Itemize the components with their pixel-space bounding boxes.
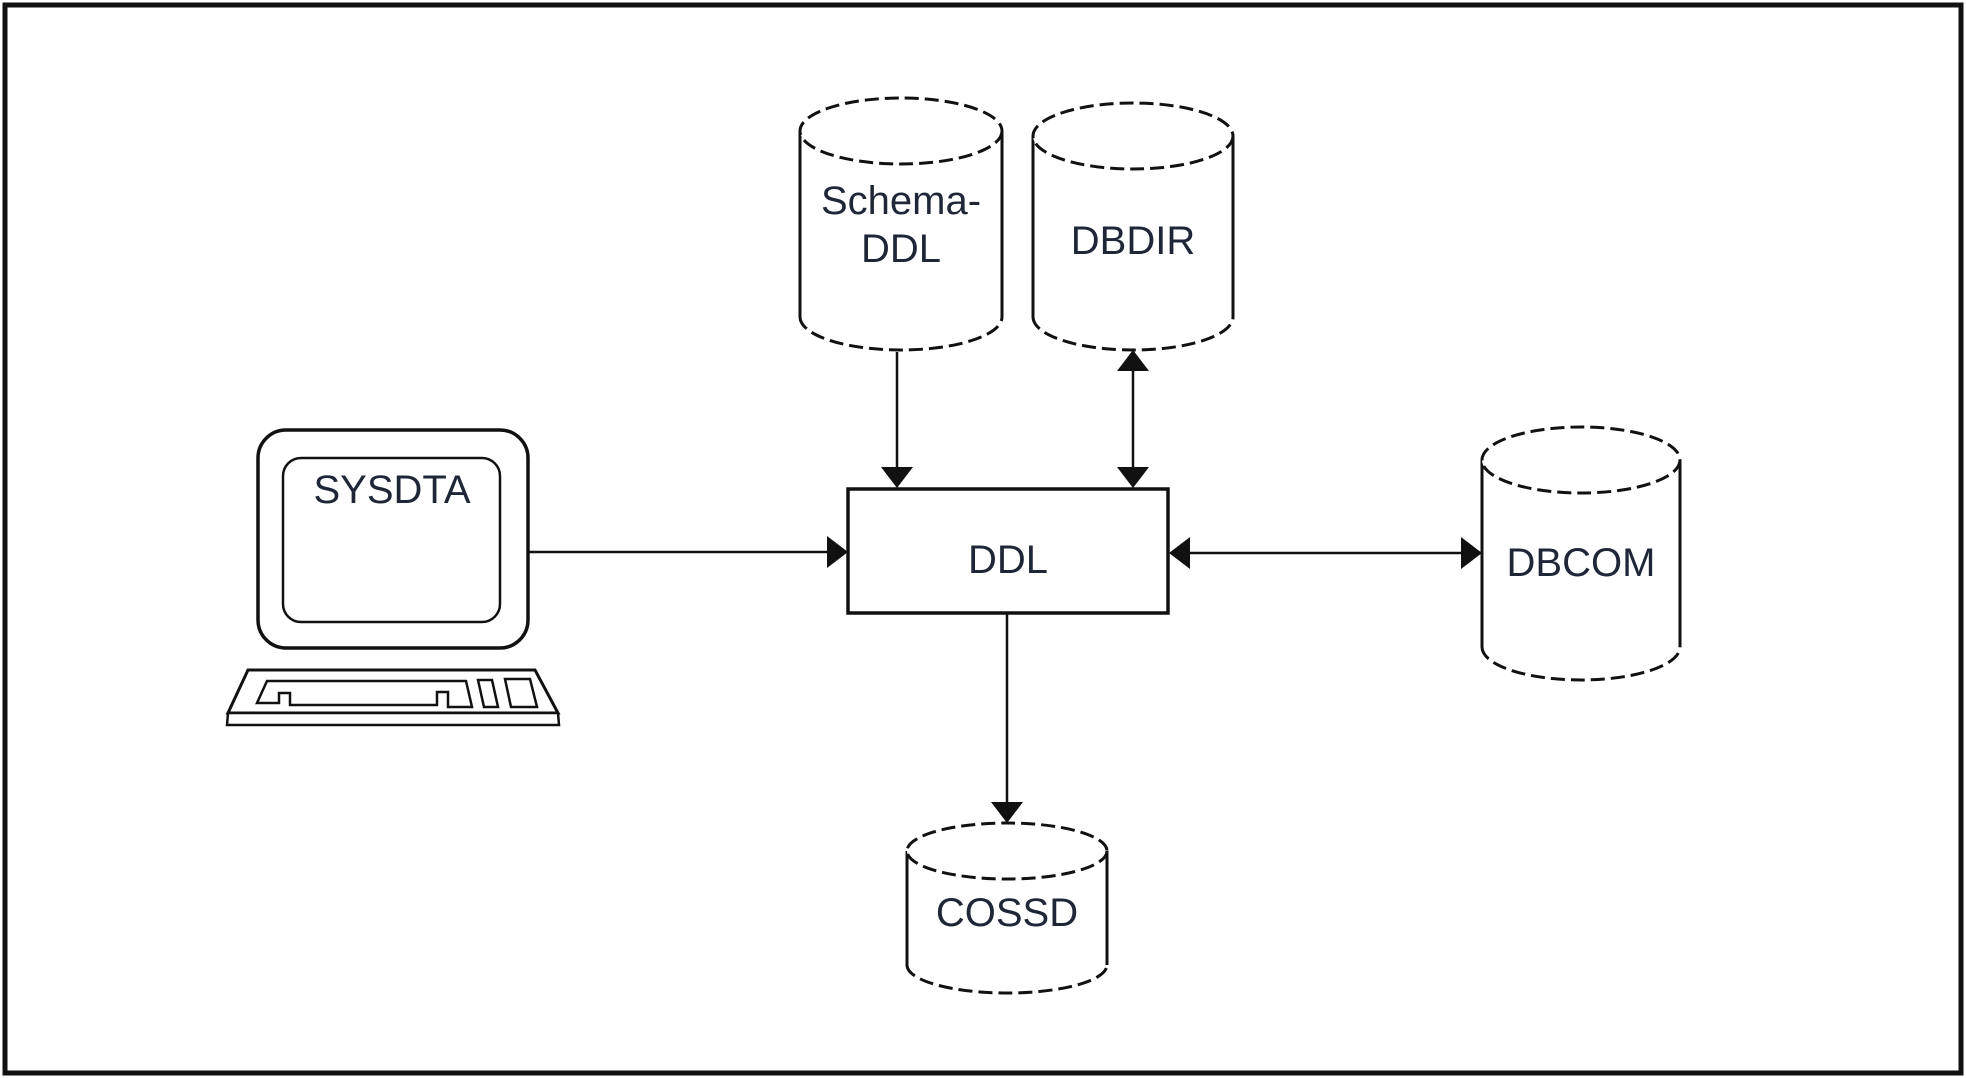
ddl-box (846, 487, 1170, 615)
schema-ddl-cylinder (798, 96, 1004, 352)
terminal-key-row (255, 679, 474, 709)
terminal-icon (225, 428, 561, 727)
dbdir-cylinder (1031, 101, 1235, 352)
sysdta-label: SYSDTA (313, 468, 470, 512)
terminal-keyboard-front (225, 711, 561, 727)
arrowhead-down-icon (881, 467, 913, 488)
arrow-ddl-dbcom-bidirectional (1169, 537, 1482, 569)
arrowhead-left-icon (1169, 537, 1190, 569)
dbdir-label: DBDIR (1071, 219, 1195, 263)
schema-ddl-label-line2: DDL (861, 227, 941, 271)
arrowhead-down-icon (1117, 467, 1149, 488)
ddl-label: DDL (968, 538, 1048, 582)
dbcom-cylinder (1480, 425, 1682, 682)
schema-ddl-label-line1: Schema- (821, 179, 981, 223)
arrow-ddl-to-cossd (991, 613, 1023, 823)
arrowhead-right-icon (1461, 537, 1482, 569)
cossd-cylinder (905, 821, 1109, 995)
arrow-schema-ddl-to-ddl (881, 352, 913, 488)
terminal-screen (281, 456, 502, 624)
cossd-label: COSSD (936, 891, 1078, 935)
terminal-key-small-2 (503, 677, 539, 709)
arrowhead-right-icon (827, 536, 848, 568)
terminal-key-small-1 (476, 678, 500, 709)
arrow-dbdir-ddl-bidirectional (1117, 350, 1149, 488)
arrowhead-up-icon (1117, 350, 1149, 371)
arrowhead-down-icon (991, 802, 1023, 823)
dbcom-label: DBCOM (1507, 541, 1656, 585)
arrow-sysdta-to-ddl (528, 536, 848, 568)
